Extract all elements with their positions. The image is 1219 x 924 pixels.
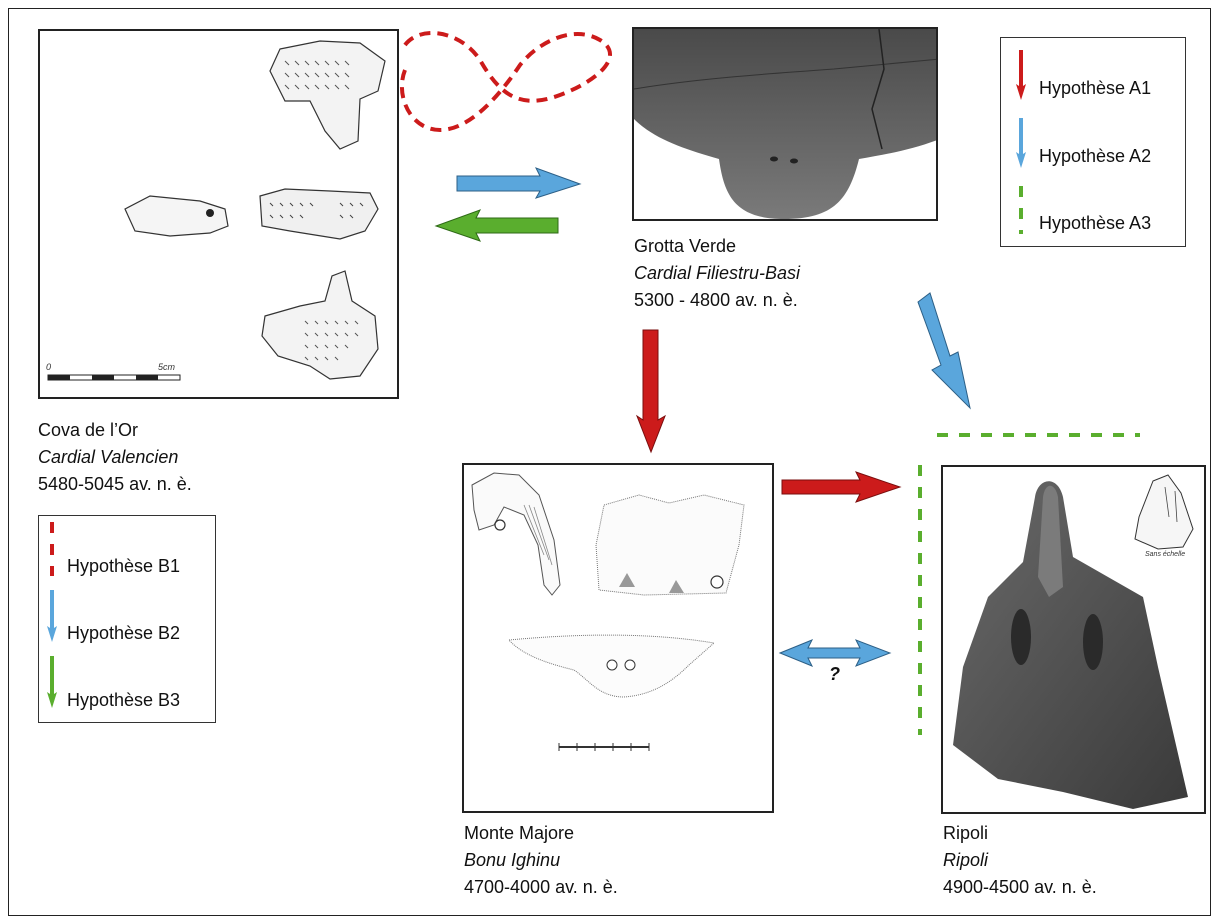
arrow-monte-ripoli-bidirectional bbox=[778, 639, 892, 667]
cova-site-name: Cova de l’Or bbox=[38, 420, 139, 440]
cova-culture: Cardial Valencien bbox=[38, 447, 179, 467]
grotta-date: 5300 - 4800 av. n. è. bbox=[634, 290, 798, 310]
legend-b2-label: Hypothèse B2 bbox=[67, 623, 181, 643]
cova-caption: Cova de l’Or Cardial Valencien 5480-5045… bbox=[38, 417, 192, 498]
legend-a3-label: Hypothèse A3 bbox=[1039, 213, 1152, 233]
legend-b2-arrow-icon bbox=[47, 590, 57, 642]
question-mark-label: ? bbox=[829, 664, 840, 684]
cova-drawings bbox=[47, 40, 386, 381]
arrow-a1-monte-to-ripoli bbox=[781, 471, 902, 503]
ripoli-date: 4900-4500 av. n. è. bbox=[943, 877, 1097, 897]
arrow-a1-grotta-to-monte bbox=[635, 329, 666, 454]
ripoli-photo bbox=[953, 474, 1194, 809]
monte-date: 4700-4000 av. n. è. bbox=[464, 877, 618, 897]
ripoli-site-name: Ripoli bbox=[943, 823, 989, 843]
arrow-b2-cova-to-grotta bbox=[456, 167, 582, 199]
legend-a1-label: Hypothèse A1 bbox=[1039, 78, 1152, 98]
legend-a2-label: Hypothèse A2 bbox=[1039, 146, 1152, 166]
grotta-site-name: Grotta Verde bbox=[634, 236, 737, 256]
legend-a1-arrow-icon bbox=[1016, 50, 1026, 100]
cova-scale-five: 5cm bbox=[158, 362, 176, 372]
legend-b3-arrow-icon bbox=[47, 656, 57, 708]
ripoli-caption: Ripoli Ripoli 4900-4500 av. n. è. bbox=[943, 820, 1097, 901]
legend-b-symbols bbox=[47, 522, 57, 708]
cova-scale-zero: 0 bbox=[46, 362, 52, 372]
grotta-photo bbox=[634, 29, 936, 219]
monte-majore-image bbox=[462, 463, 774, 813]
legend-hypotheses-a: Hypothèse A1 Hypothèse A2 Hypothèse A3 bbox=[1000, 37, 1186, 247]
ripoli-scale-label: Sans échelle bbox=[1145, 551, 1186, 558]
ripoli-culture: Ripoli bbox=[943, 850, 989, 870]
grotta-culture: Cardial Filiestru-Basi bbox=[634, 263, 801, 283]
monte-drawings bbox=[471, 472, 745, 751]
grotta-verde-image bbox=[632, 27, 938, 221]
arrow-a2-grotta-to-ripoli bbox=[917, 292, 971, 410]
cova-de-lor-image: 0 5cm bbox=[38, 29, 399, 399]
legend-a2-arrow-icon bbox=[1016, 118, 1026, 168]
monte-culture: Bonu Ighinu bbox=[464, 850, 561, 870]
figure-frame bbox=[8, 8, 1211, 916]
monte-site-name: Monte Majore bbox=[464, 823, 575, 843]
arrow-b3-grotta-to-cova bbox=[434, 209, 559, 242]
grotta-caption: Grotta Verde Cardial Filiestru-Basi 5300… bbox=[634, 233, 800, 314]
monte-caption: Monte Majore Bonu Ighinu 4700-4000 av. n… bbox=[464, 820, 618, 901]
ripoli-image: Sans échelle bbox=[941, 465, 1206, 814]
legend-b3-label: Hypothèse B3 bbox=[67, 690, 181, 710]
hypothesis-b1-loop bbox=[399, 31, 612, 133]
legend-a-symbols bbox=[1016, 50, 1026, 234]
cova-date: 5480-5045 av. n. è. bbox=[38, 474, 192, 494]
legend-b1-label: Hypothèse B1 bbox=[67, 556, 181, 576]
legend-hypotheses-b: Hypothèse B1 Hypothèse B2 Hypothèse B3 bbox=[38, 515, 216, 723]
